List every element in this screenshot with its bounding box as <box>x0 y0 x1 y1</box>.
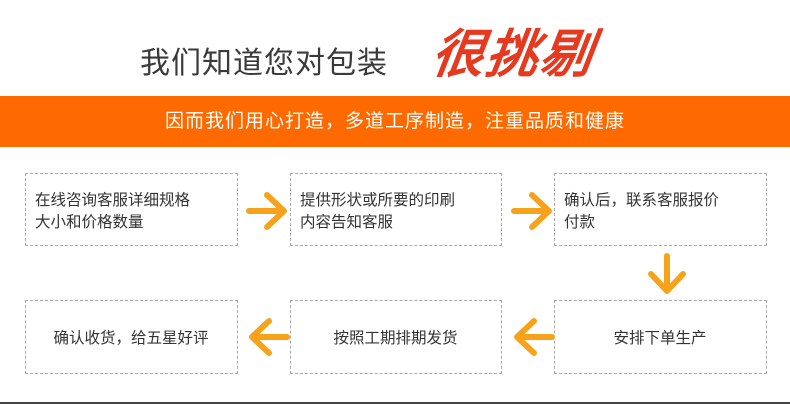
arrow-right-icon <box>246 192 287 230</box>
banner-text: 因而我们用心打造，多道工序制造，注重品质和健康 <box>164 110 625 132</box>
step-consult-line2: 大小和价格数量 <box>35 213 144 231</box>
headline-accent-text: 很挑剔 <box>428 24 599 85</box>
arrow-down-icon <box>648 253 686 294</box>
slogan-banner: 因而我们用心打造，多道工序制造，注重品质和健康 <box>0 96 790 147</box>
step-consult: 在线咨询客服详细规格 大小和价格数量 <box>25 173 238 246</box>
step-confirm-pay-text: 确认后，联系客服报价 付款 <box>564 189 719 233</box>
step-consult-line1: 在线咨询客服详细规格 <box>35 191 191 209</box>
step-shipping: 按照工期排期发货 <box>290 300 502 374</box>
arrow-left-icon <box>514 318 555 356</box>
step-provide-design-line2: 内容告知客服 <box>300 213 394 231</box>
step-production-text: 安排下单生产 <box>613 329 707 347</box>
headline: 我们知道您对包装 很挑剔 <box>0 0 790 96</box>
bottom-divider <box>0 402 790 404</box>
arrow-right-icon <box>511 192 552 230</box>
step-confirm-pay-line1: 确认后，联系客服报价 <box>564 191 720 209</box>
step-consult-text: 在线咨询客服详细规格 大小和价格数量 <box>35 189 190 233</box>
headline-text: 我们知道您对包装 <box>140 46 388 81</box>
step-provide-design-line1: 提供形状或所要的印刷 <box>300 191 456 209</box>
step-review: 确认收货，给五星好评 <box>25 300 238 374</box>
step-provide-design: 提供形状或所要的印刷 内容告知客服 <box>290 173 502 246</box>
step-shipping-text: 按照工期排期发货 <box>333 329 458 347</box>
step-review-text: 确认收货，给五星好评 <box>53 329 209 347</box>
arrow-left-icon <box>249 318 290 356</box>
step-confirm-pay-line2: 付款 <box>564 213 596 231</box>
step-confirm-pay: 确认后，联系客服报价 付款 <box>554 173 767 246</box>
step-production: 安排下单生产 <box>554 300 767 374</box>
step-provide-design-text: 提供形状或所要的印刷 内容告知客服 <box>300 189 455 233</box>
